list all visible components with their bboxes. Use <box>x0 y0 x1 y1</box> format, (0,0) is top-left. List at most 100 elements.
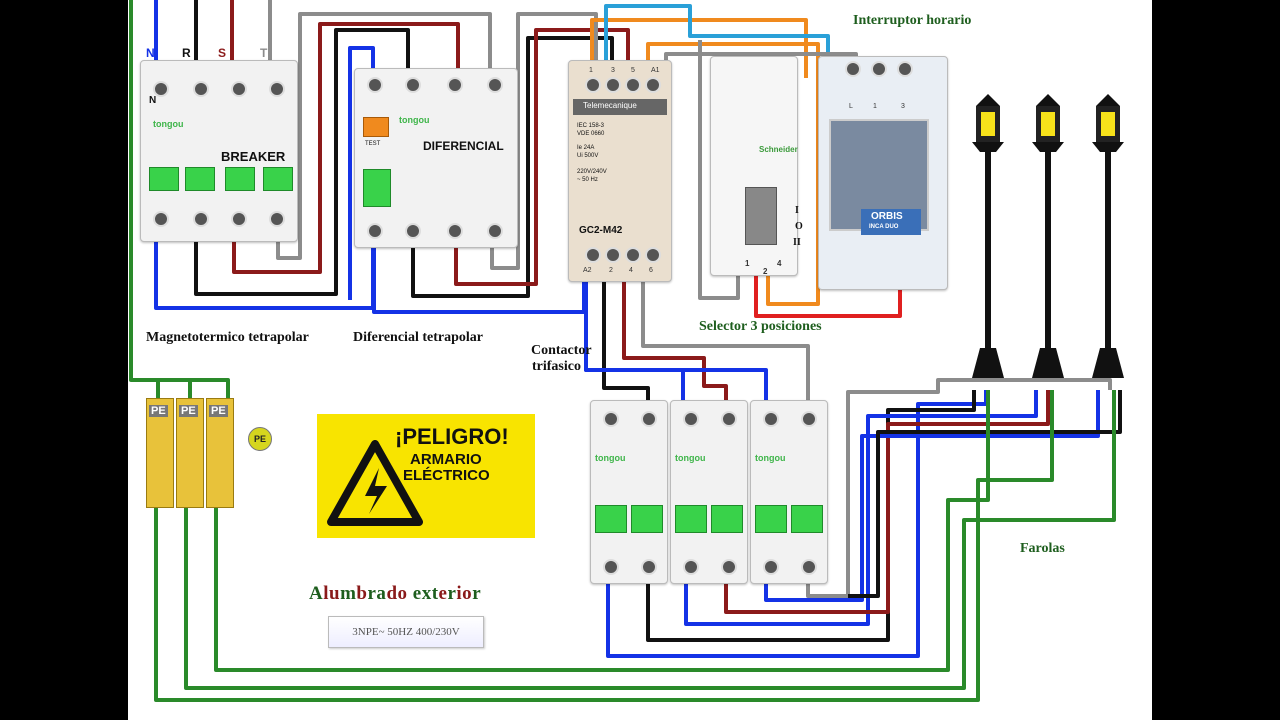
breaker-lever[interactable] <box>225 167 255 191</box>
breaker-lever[interactable] <box>185 167 215 191</box>
selector-position-label: I <box>795 205 799 216</box>
mini-breaker-brand: tongou <box>675 453 706 463</box>
terminal-screw <box>605 247 621 263</box>
timer-terminal: 1 <box>873 103 877 110</box>
terminal-screw <box>269 211 285 227</box>
mini-breaker-brand: tongou <box>595 453 626 463</box>
selector-terminal: 1 <box>745 259 750 268</box>
streetlights-group <box>972 94 1124 378</box>
wire-s-brk-dif <box>232 22 460 274</box>
differential-device: TEST tongou DIFERENCIAL <box>354 68 518 248</box>
terminal-screw <box>153 211 169 227</box>
terminal-screw <box>487 77 503 93</box>
contactor-spec: ~ 50 Hz <box>577 177 598 183</box>
selector-terminal: 2 <box>763 267 768 276</box>
title-part: do <box>386 583 408 604</box>
test-label: TEST <box>365 141 381 147</box>
wire-earth-top <box>156 378 192 410</box>
terminal-screw <box>605 77 621 93</box>
contactor-top-terminal: 3 <box>611 67 615 74</box>
test-button[interactable] <box>363 117 389 137</box>
terminal-screw <box>897 61 913 77</box>
timer-terminal: L <box>849 103 853 110</box>
mini-breaker-lever[interactable] <box>675 505 707 533</box>
wire-lamp2-l <box>724 390 1050 614</box>
selector-knob[interactable] <box>745 187 777 245</box>
terminal-screw <box>603 559 619 575</box>
breaker-lever[interactable] <box>149 167 179 191</box>
supply-spec-box: 3NPE~ 50HZ 400/230V <box>328 616 484 648</box>
terminal-screw <box>153 81 169 97</box>
breaker-name: BREAKER <box>221 149 286 164</box>
terminal-screw <box>683 559 699 575</box>
wire-r-con-mcb <box>602 280 650 400</box>
terminal-screw <box>585 77 601 93</box>
terminal-screw <box>721 559 737 575</box>
mini-breaker-lever[interactable] <box>631 505 663 533</box>
pe-terminal: PE <box>146 398 174 508</box>
selector-device: Schneider I O II 1 2 4 <box>710 56 803 276</box>
streetlights-caption: Farolas <box>1020 541 1065 556</box>
wire-lamp2-n <box>684 390 1038 626</box>
streetlamp-icon <box>1032 94 1064 378</box>
wire-earth-lamps-b <box>184 390 1116 690</box>
contactor-bottom-terminal: 2 <box>609 267 613 274</box>
title-part: e <box>438 583 448 604</box>
title-part: io <box>456 583 473 604</box>
contactor-bottom-terminal: A2 <box>583 267 592 274</box>
title-part: lu <box>323 583 341 604</box>
terminal-screw <box>871 61 887 77</box>
diagram-title: Alumbrado exterior <box>309 583 481 605</box>
terminal-screw <box>405 223 421 239</box>
wire-control-a <box>590 18 808 78</box>
terminal-screw <box>763 559 779 575</box>
phase-label-t: T <box>260 46 268 60</box>
mini-breaker-lever[interactable] <box>711 505 743 533</box>
breaker-neutral-mark: N <box>149 95 157 106</box>
terminal-screw <box>487 223 503 239</box>
terminal-screw <box>641 559 657 575</box>
mini-breaker-lever[interactable] <box>791 505 823 533</box>
timer-caption: Interruptor horario <box>853 13 972 28</box>
wire-control-b <box>604 4 830 62</box>
contactor-caption-line1: Contactor <box>531 343 592 358</box>
wire-s-dif-con <box>454 28 630 286</box>
terminal-screw <box>801 559 817 575</box>
contactor-spec: 220V/240V <box>577 169 607 175</box>
phase-label-n: N <box>146 46 155 60</box>
selector-position-label: II <box>793 237 801 248</box>
contactor-top-terminal: A1 <box>651 67 660 74</box>
terminal-screw <box>447 77 463 93</box>
terminal-screw <box>801 411 817 427</box>
danger-sign: ¡PELIGRO! ARMARIO ELÉCTRICO <box>317 414 535 538</box>
contactor-device: 1 3 5 A1 Telemecanique IEC 158-3 VDE 066… <box>568 60 672 282</box>
wire-n-con-mcb <box>584 280 685 400</box>
contactor-spec: VDE 0660 <box>577 131 605 137</box>
title-part: ra <box>367 583 387 604</box>
title-part: b <box>356 583 368 604</box>
breaker-brand: tongou <box>153 119 184 129</box>
mini-breaker-lever[interactable] <box>595 505 627 533</box>
timer-brand: ORBIS <box>871 211 903 222</box>
mini-breaker-lever[interactable] <box>755 505 787 533</box>
differential-lever[interactable] <box>363 169 391 207</box>
terminal-screw <box>447 223 463 239</box>
title-part: r <box>447 583 457 604</box>
wiring-layer <box>129 0 1122 702</box>
terminal-screw <box>845 61 861 77</box>
wire-t-brk-dif <box>276 12 492 260</box>
contactor-top-terminal: 5 <box>631 67 635 74</box>
mini-breaker-brand: tongou <box>755 453 786 463</box>
timer-device: L 1 3 ORBIS INCA DUO <box>818 56 948 290</box>
wire-r-dif-con <box>411 36 614 298</box>
contactor-brand: Telemecanique <box>583 101 637 110</box>
title-part: A <box>309 583 324 604</box>
terminal-screw <box>231 81 247 97</box>
breaker-lever[interactable] <box>263 167 293 191</box>
earth-symbol-icon: PE <box>248 427 272 451</box>
selector-position-label: O <box>795 221 803 232</box>
wire-earth-lamps-a <box>154 390 1054 702</box>
selector-caption: Selector 3 posiciones <box>699 319 822 334</box>
contactor-spec: Ui 500V <box>577 153 599 159</box>
timer-label-plate: ORBIS INCA DUO <box>861 209 921 235</box>
